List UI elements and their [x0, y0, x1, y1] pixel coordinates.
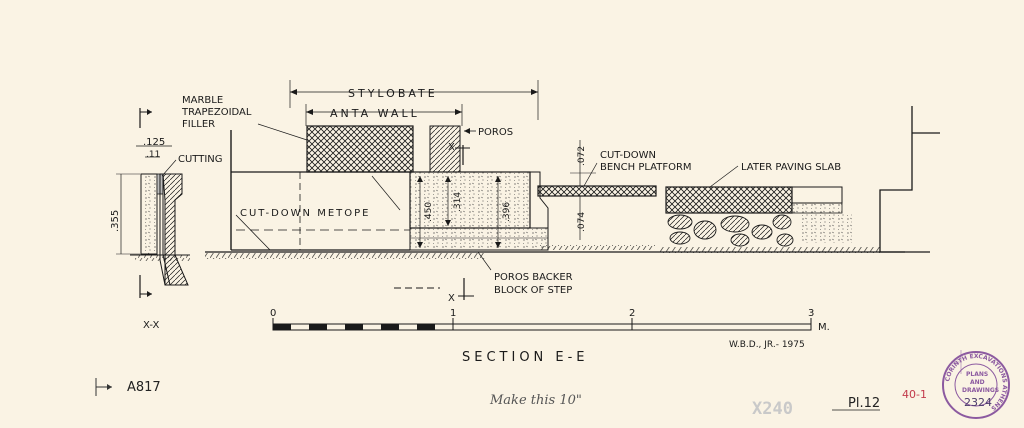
dim-125: .125: [143, 137, 165, 148]
section-marker-bottom: X: [448, 293, 455, 304]
scale-bar: [272, 318, 812, 331]
plate-number: Pl.12: [848, 396, 880, 411]
scale-unit: M.: [818, 322, 830, 333]
dim-072: .072: [577, 146, 587, 166]
section-xx-detail: [116, 108, 190, 298]
stylobate-label: STYLOBATE: [348, 87, 438, 100]
filler-label-line1: MARBLE: [182, 95, 223, 106]
dim-396: .396: [502, 202, 512, 222]
stamp-line3: DRAWINGS: [962, 387, 999, 394]
sheet-id-mark: [95, 378, 112, 396]
bench-label-line2: BENCH PLATFORM: [600, 162, 692, 173]
faint-id: X240: [752, 399, 793, 419]
cutting-label: CUTTING: [178, 154, 223, 165]
credit-label: W.B.D., JR.- 1975: [729, 340, 805, 350]
dim-11: .11: [146, 150, 160, 160]
sheet-id: A817: [127, 380, 161, 395]
dim-450: .450: [424, 202, 434, 222]
stamp-number: 2324: [964, 396, 992, 409]
stamp-line1: PLANS: [966, 371, 988, 378]
scale-tick-0: 0: [270, 308, 276, 319]
anta-wall-label: ANTA WALL: [330, 107, 420, 120]
stamp-line2: AND: [970, 379, 985, 386]
red-mark: 40-1: [902, 388, 927, 401]
poros-backer-line1: POROS BACKER: [494, 272, 573, 283]
section-xx-label: X-X: [143, 320, 159, 331]
filler-label-line2: TRAPEZOIDAL: [181, 107, 252, 118]
bench-label-line1: CUT-DOWN: [600, 150, 656, 161]
section-marker-top: X: [448, 142, 455, 153]
filler-label-line3: FILLER: [182, 119, 215, 130]
main-section: [205, 80, 940, 300]
dim-074: .074: [577, 212, 587, 232]
section-title: SECTION E-E: [462, 350, 589, 365]
scale-tick-2: 2: [629, 308, 635, 319]
dim-314: .314: [453, 192, 463, 212]
paving-slab-label: LATER PAVING SLAB: [741, 162, 841, 173]
scale-tick-3: 3: [808, 308, 814, 319]
cut-down-metope-label: CUT-DOWN METOPE: [240, 208, 371, 219]
poros-label: POROS: [478, 127, 513, 138]
handwritten-note: Make this 10": [489, 393, 582, 408]
dim-355: .355: [110, 210, 121, 232]
scale-tick-1: 1: [450, 308, 456, 319]
poros-backer-line2: BLOCK OF STEP: [494, 285, 572, 296]
